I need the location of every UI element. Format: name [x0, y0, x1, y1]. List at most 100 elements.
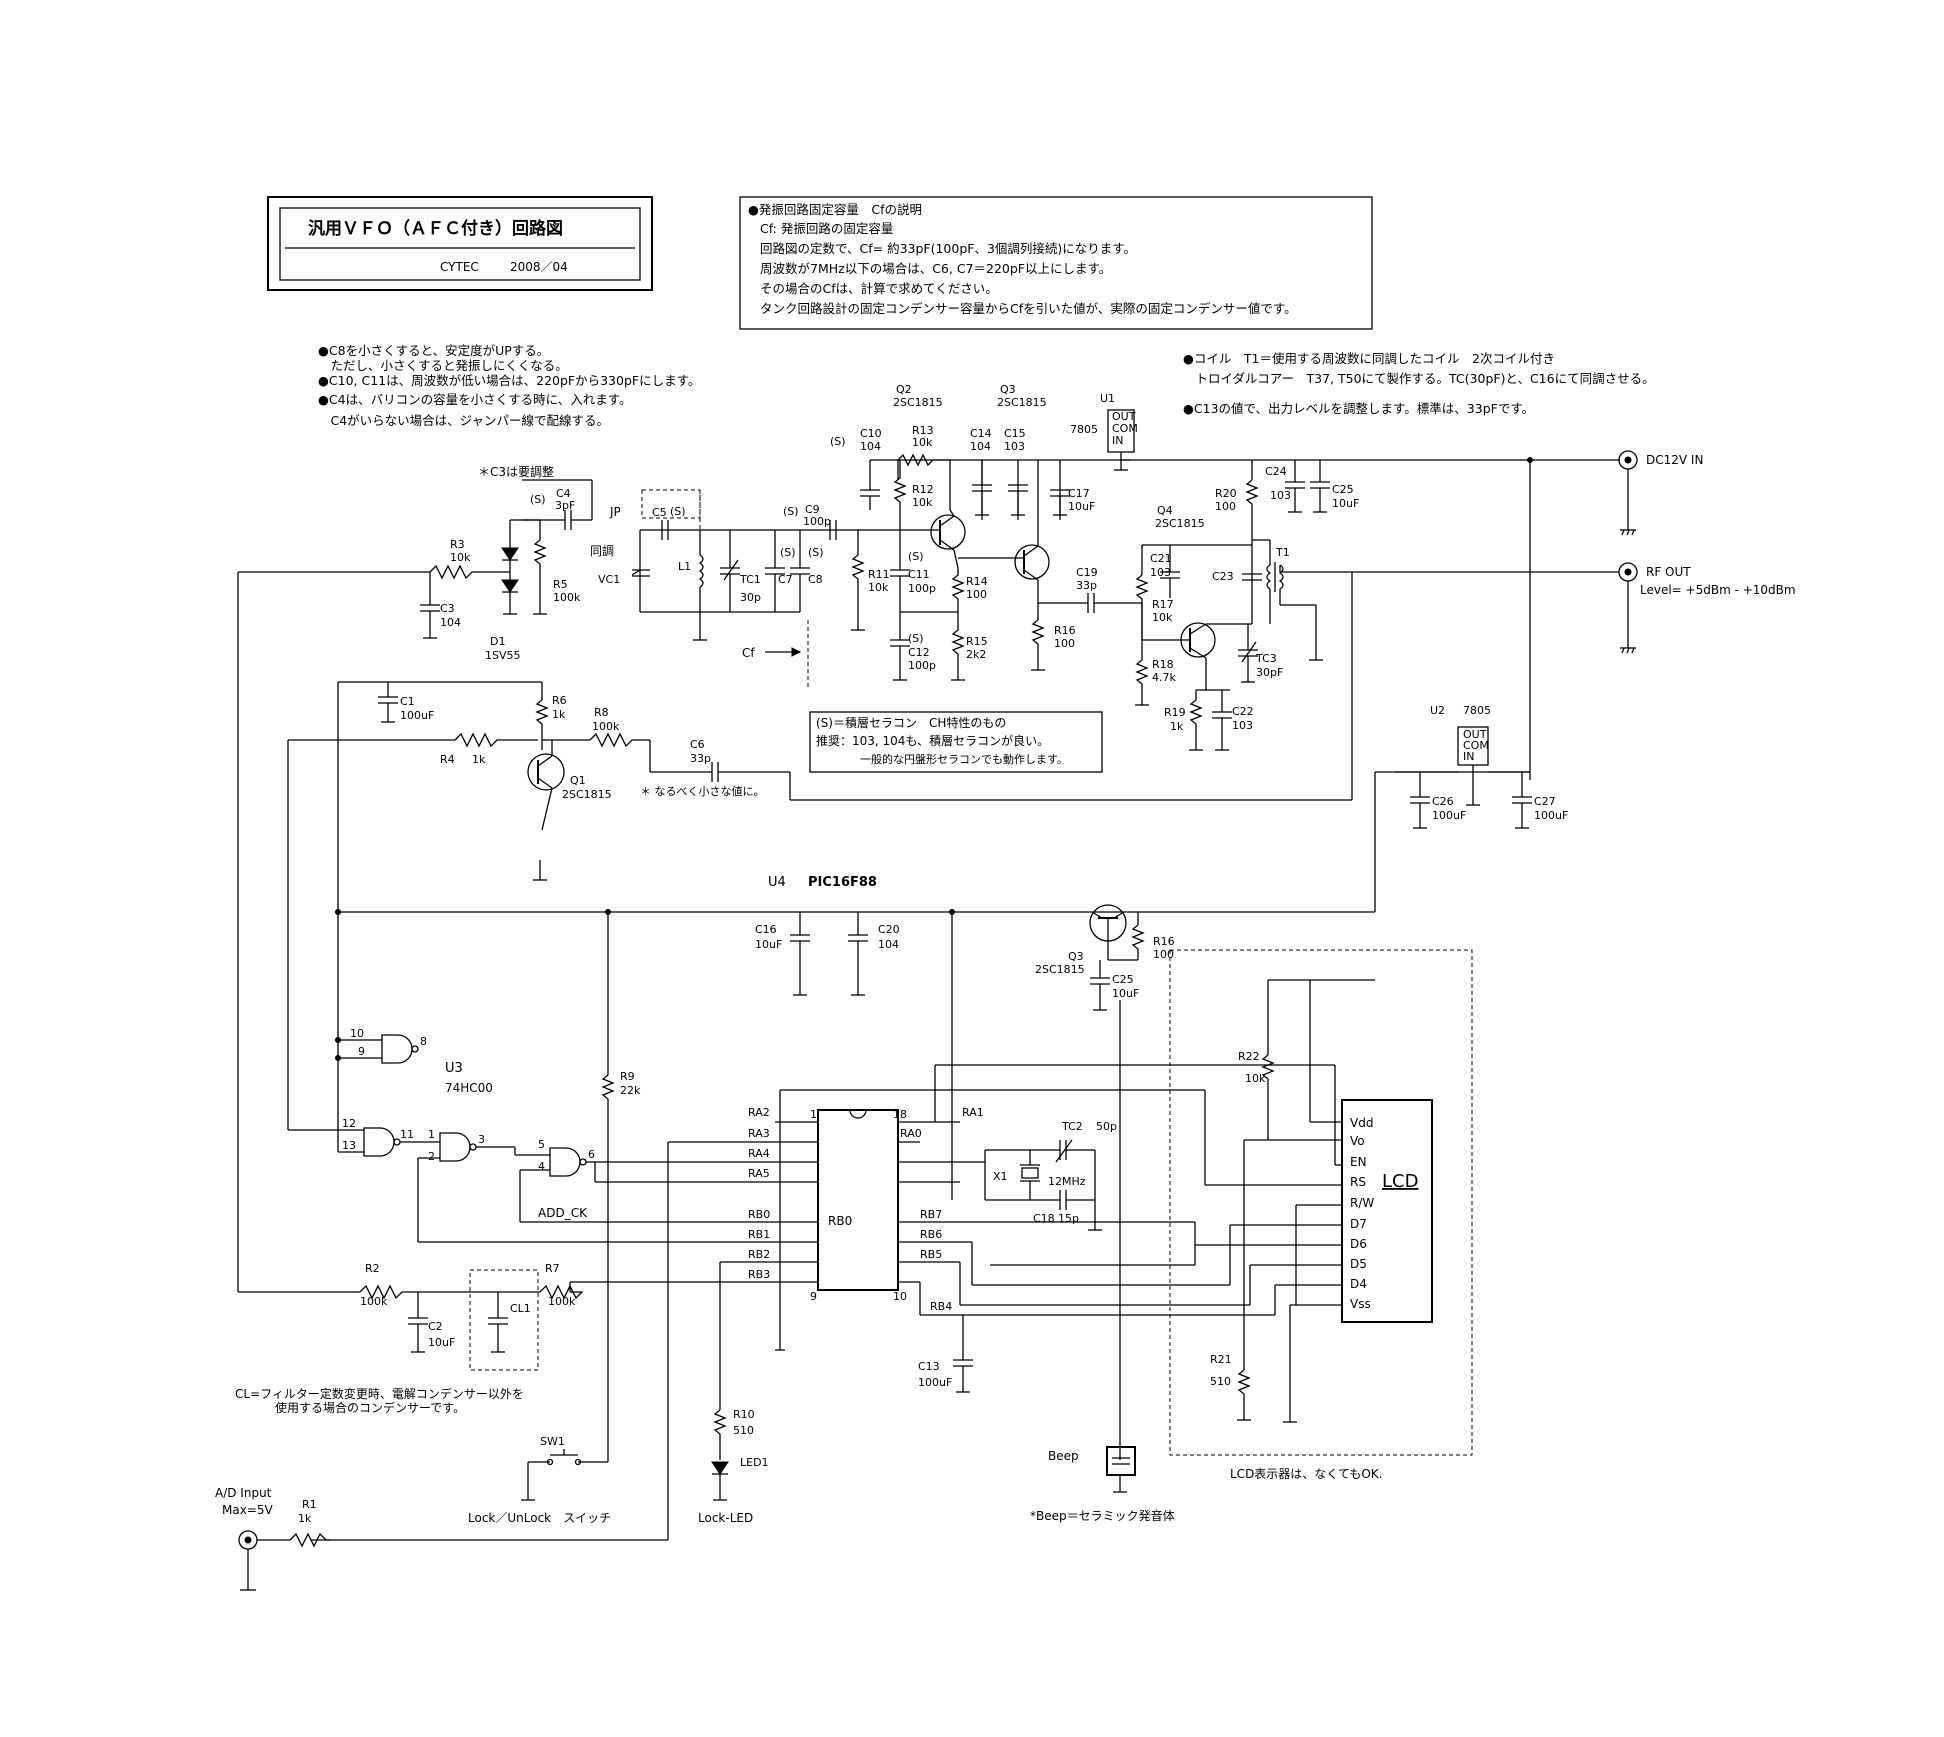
- svg-text:RB0: RB0: [748, 1208, 770, 1221]
- svg-text:R9: R9: [620, 1070, 635, 1083]
- svg-text:3pF: 3pF: [555, 499, 575, 512]
- lock-switch-sw1: SW1 Lock／UnLock スイッチ: [468, 1435, 611, 1525]
- resistor-r15: R15 2k2: [951, 612, 988, 681]
- svg-text:D4: D4: [1350, 1277, 1367, 1291]
- svg-text:10k: 10k: [1152, 611, 1173, 624]
- svg-text:U1: U1: [1100, 392, 1115, 405]
- svg-text:一般的な円盤形セラコンでも動作します。: 一般的な円盤形セラコンでも動作します。: [860, 752, 1068, 766]
- svg-text:3: 3: [478, 1133, 485, 1146]
- svg-text:C14: C14: [970, 427, 992, 440]
- svg-text:RS: RS: [1350, 1175, 1366, 1189]
- svg-text:C23: C23: [1212, 570, 1234, 583]
- svg-text:R20: R20: [1215, 487, 1237, 500]
- svg-text:100uF: 100uF: [918, 1376, 952, 1389]
- c3-adjust-note: ＊C3は要調整: [478, 464, 554, 479]
- svg-text:1k: 1k: [472, 753, 486, 766]
- svg-text:C7: C7: [778, 573, 793, 586]
- capacitor-c12: C12 100p (S): [890, 611, 958, 681]
- svg-text:IN: IN: [1463, 750, 1474, 763]
- svg-text:Q1: Q1: [570, 774, 586, 787]
- svg-text:T1: T1: [1275, 546, 1290, 559]
- date: 2008／04: [510, 260, 568, 274]
- tank-circuit: VC1 同調 JP C5 (S) L1 TC1 30p C7 (S): [590, 489, 860, 690]
- svg-text:OUT: OUT: [1112, 410, 1136, 423]
- svg-text:11: 11: [400, 1128, 414, 1141]
- svg-text:R5: R5: [553, 578, 568, 591]
- svg-text:15p: 15p: [1058, 1212, 1079, 1225]
- svg-text:103: 103: [1150, 566, 1171, 579]
- svg-text:RB5: RB5: [920, 1248, 942, 1261]
- svg-text:Vo: Vo: [1350, 1134, 1365, 1148]
- svg-text:X1: X1: [993, 1170, 1008, 1183]
- svg-text:C13: C13: [918, 1360, 940, 1373]
- svg-text:●C13の値で、出力レベルを調整します。標準は、33pFです: ●C13の値で、出力レベルを調整します。標準は、33pFです。: [1183, 401, 1534, 416]
- svg-text:RA3: RA3: [748, 1127, 770, 1140]
- left-notes: ●C8を小さくすると、安定度がUPする。 ただし、小さくすると発振しにくくなる。…: [318, 343, 700, 428]
- svg-text:9: 9: [358, 1045, 365, 1058]
- svg-text:1: 1: [428, 1128, 435, 1141]
- svg-text:C24: C24: [1265, 465, 1287, 478]
- right-notes: ●コイル T1＝使用する周波数に同調したコイル 2次コイル付き トロイダルコアー…: [1183, 351, 1655, 416]
- svg-text:33p: 33p: [690, 752, 711, 765]
- svg-text:Lock／UnLock スイッチ: Lock／UnLock スイッチ: [468, 1511, 611, 1525]
- svg-text:1k: 1k: [1170, 720, 1184, 733]
- pic-wiring: ADD_CK: [310, 912, 1342, 1541]
- svg-text:回路図の定数で、Cf= 約33pF(100pF、3個調列接続: 回路図の定数で、Cf= 約33pF(100pF、3個調列接続)になります。: [760, 241, 1136, 256]
- svg-text:100: 100: [1215, 500, 1236, 513]
- svg-text:●コイル T1＝使用する周波数に同調したコイル 2次コイル付: ●コイル T1＝使用する周波数に同調したコイル 2次コイル付き: [1183, 351, 1555, 366]
- lock-led: R10 510 LED1 Lock-LED: [698, 1408, 769, 1525]
- svg-text:R21: R21: [1210, 1353, 1232, 1366]
- svg-text:*Beep＝セラミック発音体: *Beep＝セラミック発音体: [1030, 1508, 1175, 1523]
- capacitor-c17: C17 10uF: [1050, 487, 1095, 516]
- cf-note-head: ●発振回路固定容量 Cfの説明: [748, 202, 922, 217]
- svg-text:R12: R12: [912, 483, 934, 496]
- svg-text:U4: U4: [768, 875, 786, 890]
- svg-text:104: 104: [860, 440, 881, 453]
- svg-text:Beep: Beep: [1048, 1449, 1079, 1463]
- lcd-note: LCD表示器は、なくてもOK.: [1230, 1467, 1382, 1481]
- svg-text:C26: C26: [1432, 795, 1454, 808]
- svg-text:103: 103: [1270, 489, 1291, 502]
- svg-text:(S): (S): [670, 505, 686, 518]
- svg-text:50p: 50p: [1096, 1120, 1117, 1133]
- svg-text:LCD: LCD: [1382, 1171, 1418, 1192]
- svg-text:C1: C1: [400, 695, 415, 708]
- svg-text:RB6: RB6: [920, 1228, 942, 1241]
- svg-text:C19: C19: [1076, 566, 1098, 579]
- svg-text:C18: C18: [1033, 1212, 1055, 1225]
- rf-out-label: RF OUT: [1646, 565, 1691, 579]
- svg-text:Vdd: Vdd: [1350, 1116, 1373, 1130]
- svg-text:(S): (S): [908, 550, 924, 563]
- svg-text:R17: R17: [1152, 598, 1174, 611]
- svg-text:2SC1815: 2SC1815: [1155, 517, 1205, 530]
- svg-text:13: 13: [342, 1139, 356, 1152]
- svg-text:1k: 1k: [552, 708, 566, 721]
- svg-text:12: 12: [342, 1117, 356, 1130]
- svg-text:10: 10: [350, 1027, 364, 1040]
- resistor-r9: R9 22k: [601, 912, 641, 1440]
- svg-text:100p: 100p: [908, 582, 936, 595]
- svg-text:RA1: RA1: [962, 1106, 984, 1119]
- svg-text:RA5: RA5: [748, 1167, 770, 1180]
- svg-text:R/W: R/W: [1350, 1196, 1374, 1210]
- svg-text:R15: R15: [966, 635, 988, 648]
- svg-text:C8: C8: [808, 573, 823, 586]
- svg-text:100k: 100k: [548, 1295, 576, 1308]
- svg-text:10uF: 10uF: [1332, 497, 1359, 510]
- svg-text:C6: C6: [690, 738, 705, 751]
- svg-text:C15: C15: [1004, 427, 1026, 440]
- svg-text:RA2: RA2: [748, 1106, 770, 1119]
- svg-text:D1: D1: [490, 635, 505, 648]
- svg-text:CL=フィルター定数変更時、電解コンデンサー以外を: CL=フィルター定数変更時、電解コンデンサー以外を: [235, 1386, 524, 1401]
- svg-text:Lock-LED: Lock-LED: [698, 1511, 753, 1525]
- svg-text:100uF: 100uF: [1432, 809, 1466, 822]
- svg-text:100p: 100p: [908, 659, 936, 672]
- svg-text:COM: COM: [1112, 422, 1138, 435]
- regulator-u2: U2 7805 OUT COM IN C26 100uF C27 100uF: [1374, 704, 1568, 912]
- svg-text:10uF: 10uF: [1068, 500, 1095, 513]
- svg-text:10uF: 10uF: [755, 938, 782, 951]
- svg-text:C12: C12: [908, 646, 930, 659]
- svg-text:10k: 10k: [1245, 1072, 1266, 1085]
- svg-text:RB0: RB0: [828, 1214, 852, 1228]
- svg-text:C21: C21: [1150, 552, 1172, 565]
